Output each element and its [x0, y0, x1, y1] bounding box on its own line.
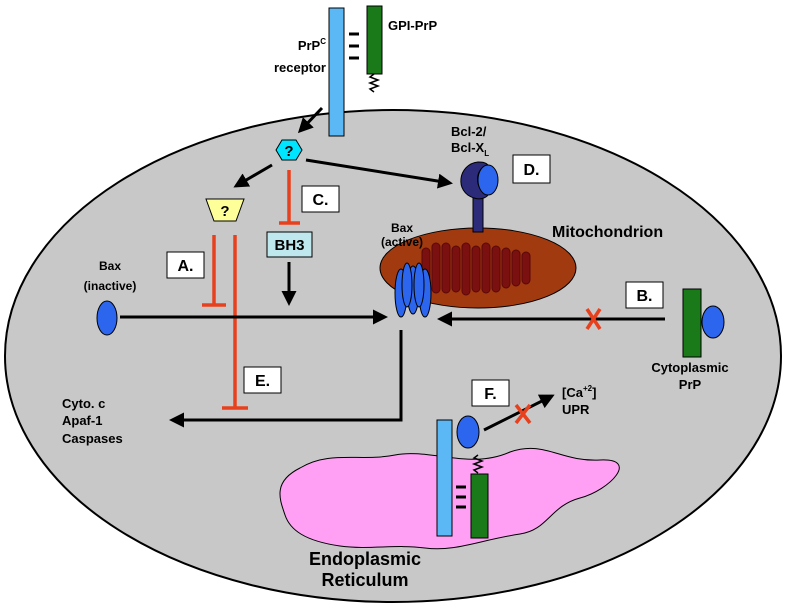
cytoplasmic-prp-label-line1: Cytoplasmic [651, 360, 728, 375]
label-box-a: A. [166, 251, 205, 279]
cytoplasmic-prp-label-line2: PrP [679, 377, 702, 392]
arrow-receptor-to-hexagon [297, 106, 324, 134]
cyto-c-label: Cyto. c [62, 396, 105, 411]
bcl2-bound-oval [477, 164, 499, 196]
svg-text:F.: F. [484, 386, 496, 403]
arrow-hexagon-to-trapezoid [233, 163, 273, 188]
svg-text:D.: D. [524, 162, 540, 179]
label-box-c: C. [301, 185, 340, 213]
cytoplasmic-prp-bar [682, 288, 702, 358]
bh3-label: BH3 [274, 237, 304, 254]
bax-inactive-label-line2: (inactive) [84, 279, 137, 293]
apaf1-label: Apaf-1 [62, 413, 102, 428]
caspases-label: Caspases [62, 431, 123, 446]
trapezoid-unknown-node [205, 198, 245, 222]
trapezoid-question-text: ? [220, 203, 229, 220]
svg-text:E.: E. [255, 373, 270, 390]
bcl2-label-line1: Bcl-2/ [451, 124, 487, 139]
prp-receptor-label: PrPC [298, 37, 326, 53]
arrow-hexagon-to-bcl2 [305, 158, 453, 189]
bax-active-label-line1: Bax [391, 221, 413, 235]
bax-active-label-line2: (active) [381, 235, 423, 249]
block-x-er [514, 403, 532, 425]
gpi-anchor-zigzag [367, 73, 381, 93]
prp-receptor-bar [328, 7, 345, 137]
prp-receptor-label-line2: receptor [274, 60, 326, 75]
hexagon-unknown-node [275, 139, 303, 161]
er-gpi-zigzag [471, 454, 485, 474]
gpi-prp-bar [366, 5, 383, 75]
svg-text:B.: B. [637, 288, 653, 305]
bcl2-stalk [472, 197, 484, 233]
label-box-d: D. [512, 154, 551, 184]
bax-inactive-label-line1: Bax [99, 259, 121, 273]
cytoplasmic-prp-oval [701, 305, 725, 339]
er-binding-dashes [456, 485, 466, 509]
bcl2-label-line2: Bcl-XL [451, 140, 489, 158]
gpi-prp-label: GPI-PrP [388, 18, 437, 33]
ca-label: [Ca+2] [562, 384, 596, 400]
bax-inactive-oval [96, 300, 118, 336]
er-receptor-oval [456, 415, 480, 449]
er-receptor-bar [436, 419, 453, 537]
hexagon-question-text: ? [284, 143, 293, 160]
label-box-b: B. [625, 281, 664, 309]
bax-active-pore [394, 262, 432, 318]
svg-text:C.: C. [313, 192, 329, 209]
block-x-cytoplasmic [585, 308, 602, 330]
upr-label: UPR [562, 402, 590, 417]
er-label-line2: Reticulum [321, 570, 408, 590]
svg-text:A.: A. [178, 258, 194, 275]
label-box-f: F. [471, 379, 510, 407]
arrow-er-to-ca [483, 394, 555, 432]
er-gpi-bar [470, 473, 489, 539]
mitochondrion-label: Mitochondrion [552, 224, 663, 241]
arrow-bax-to-cytoc [169, 330, 403, 428]
receptor-binding-dashes [349, 32, 359, 60]
bh3-box [266, 231, 313, 258]
er-label-line1: Endoplasmic [309, 549, 421, 569]
label-box-e: E. [243, 366, 282, 394]
